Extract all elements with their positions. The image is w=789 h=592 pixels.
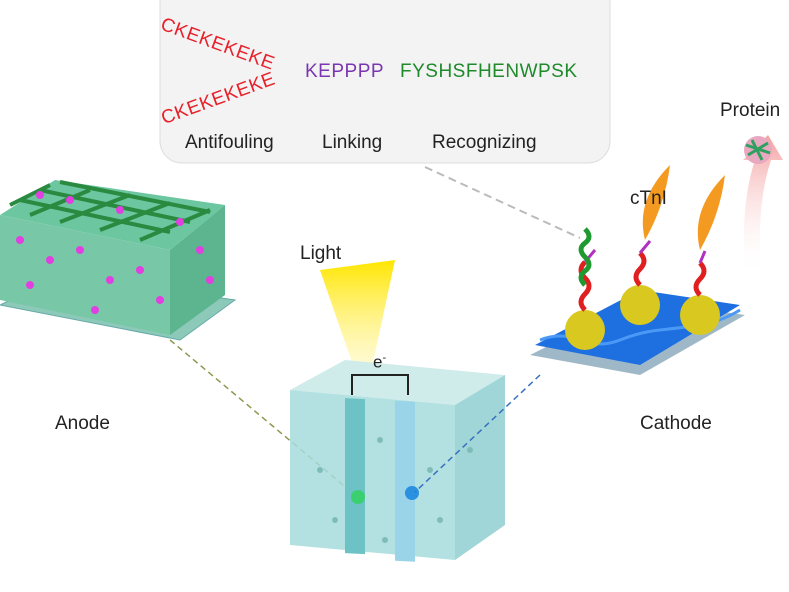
light-beam: [320, 260, 395, 400]
linking-label: Linking: [322, 132, 383, 153]
recognizing-label: Recognizing: [432, 132, 537, 153]
ctni-label: cTnI: [630, 188, 667, 209]
release-arrow: [743, 135, 783, 275]
cathode-electrode: [530, 165, 745, 375]
protein-molecule: [744, 136, 772, 164]
electron-charge: -: [382, 352, 387, 364]
anode-label: Anode: [55, 413, 110, 434]
cathode-label: Cathode: [640, 413, 712, 434]
callout-leader-line: [424, 166, 581, 239]
sequence-callout: [159, 0, 611, 164]
linking-sequence: KEPPPP: [305, 61, 385, 82]
antifouling-label: Antifouling: [185, 132, 274, 153]
recognizing-sequence: FYSHSFHENWPSK: [400, 61, 578, 82]
cathode-leader-line: [414, 374, 541, 493]
protein-label: Protein: [720, 100, 781, 121]
light-label: Light: [300, 243, 342, 264]
anode-electrode: [0, 180, 237, 341]
electron-label: e-: [373, 352, 386, 373]
photoelectrochemical-cell: [290, 360, 505, 562]
electron-text: e: [373, 352, 383, 372]
